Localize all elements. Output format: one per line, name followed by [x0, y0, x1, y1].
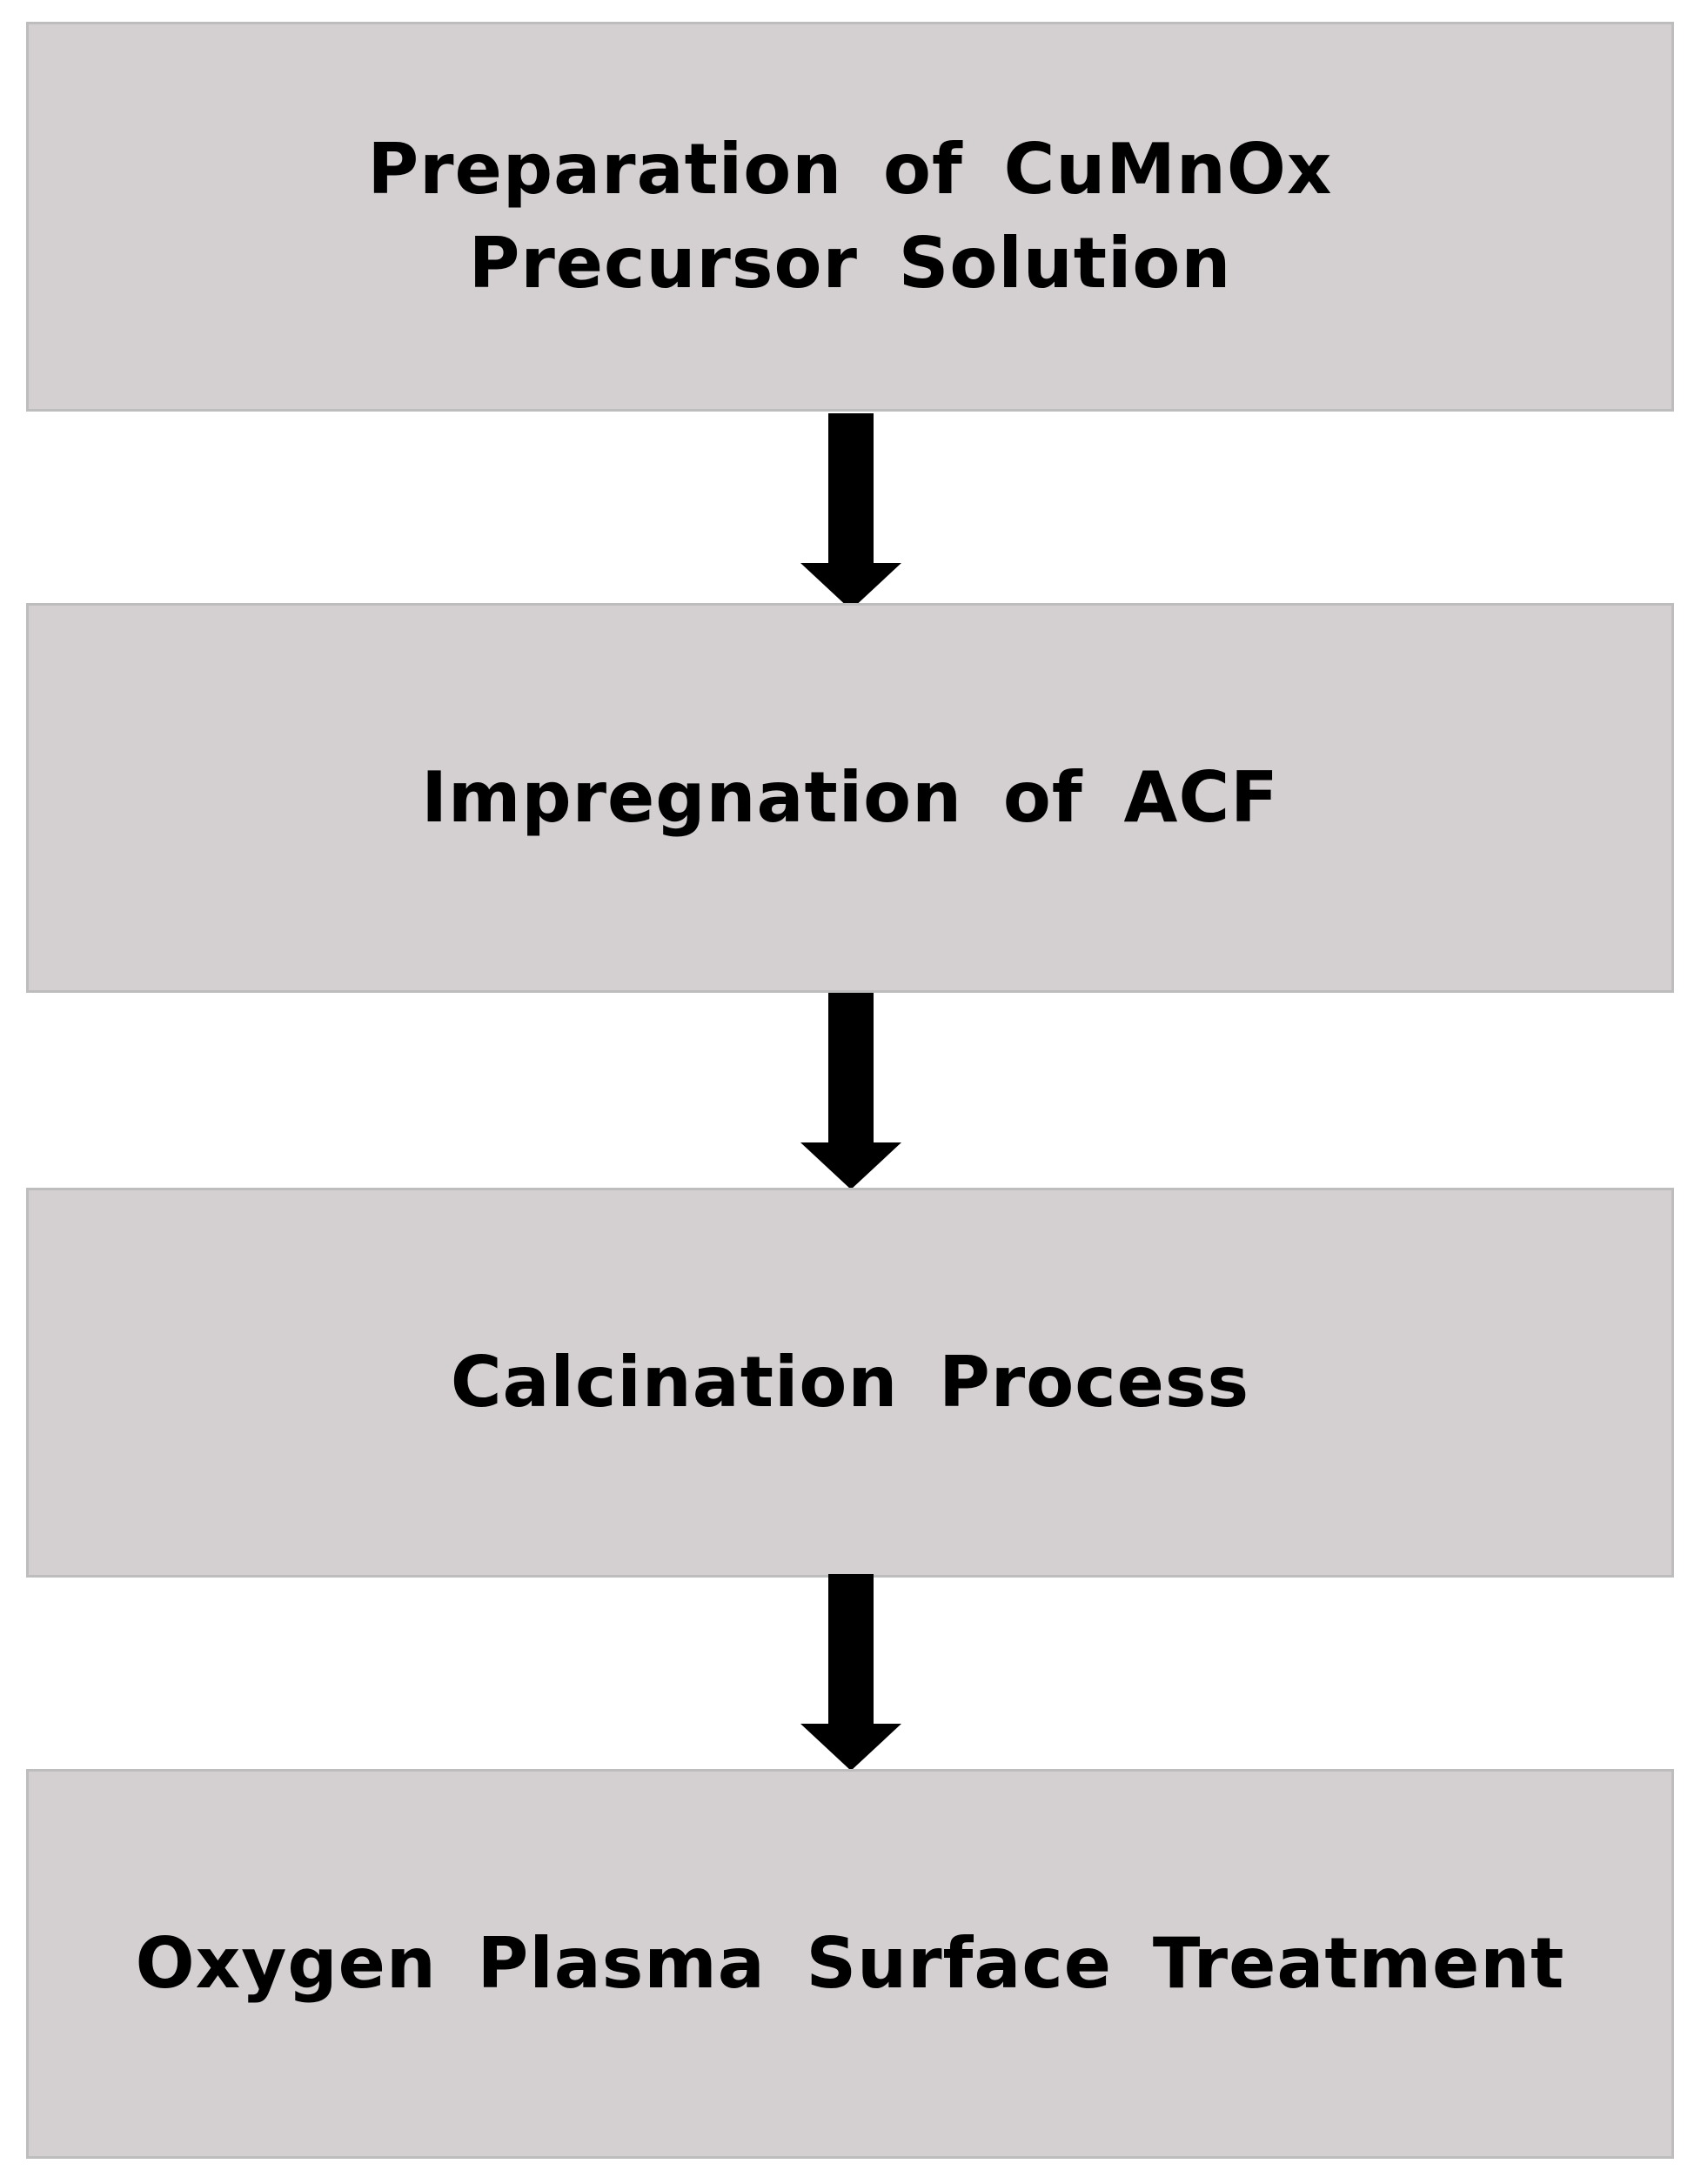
down-arrow-icon — [800, 993, 901, 1189]
step-label-calcination: Calcination Process — [450, 1342, 1250, 1423]
step-label-precursor-preparation: Preparation of CuMnOx Precursor Solution — [367, 129, 1333, 304]
step-box-oxygen-plasma: Oxygen Plasma Surface Treatment — [26, 1769, 1674, 2159]
down-arrow-icon — [800, 1574, 901, 1771]
step-label-acf-impregnation: Impregnation of ACF — [421, 757, 1279, 838]
step-label-oxygen-plasma: Oxygen Plasma Surface Treatment — [135, 1923, 1565, 2004]
down-arrow-icon — [800, 413, 901, 610]
step-box-precursor-preparation: Preparation of CuMnOx Precursor Solution — [26, 22, 1674, 412]
step-box-calcination: Calcination Process — [26, 1188, 1674, 1578]
step-box-acf-impregnation: Impregnation of ACF — [26, 603, 1674, 993]
